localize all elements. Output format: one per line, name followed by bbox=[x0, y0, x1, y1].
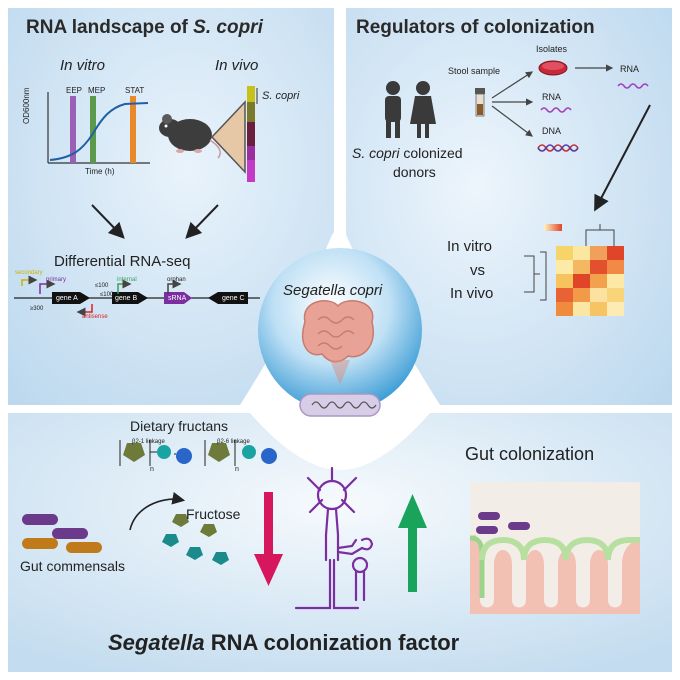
figure-footer-title: Segatella RNA colonization factor bbox=[108, 630, 460, 655]
tss-antisense-label: antisense bbox=[82, 314, 108, 320]
polymer-n-1: n bbox=[150, 466, 154, 473]
gene-a-label: gene A bbox=[56, 295, 78, 302]
in-vivo-sample-wedge bbox=[210, 100, 246, 174]
gut-commensals-label: Gut commensals bbox=[20, 558, 126, 574]
srna-structure bbox=[294, 466, 374, 610]
distance-300-label: ≥300 bbox=[30, 306, 44, 312]
fructose-downregulation-arrow bbox=[254, 492, 283, 586]
x-axis-label: Time (h) bbox=[85, 167, 115, 176]
fructose-monomers bbox=[162, 514, 229, 565]
compare-in-vivo: In vivo bbox=[450, 285, 494, 302]
donors-illustration bbox=[385, 81, 436, 138]
gene-b-label: gene B bbox=[115, 295, 138, 302]
intestinal-villi bbox=[469, 482, 640, 614]
intestine-illustration bbox=[301, 300, 375, 385]
eep-bar bbox=[70, 96, 76, 163]
rna-wave-stool bbox=[540, 107, 572, 113]
colonization-upregulation-arrow bbox=[398, 494, 427, 592]
isolates-label: Isolates bbox=[536, 44, 568, 54]
stool-sample-label: Stool sample bbox=[448, 66, 501, 76]
rna-label-isolates: RNA bbox=[620, 64, 640, 74]
polymer-n-2: n bbox=[235, 466, 239, 473]
arrow-in-vitro-to-drnaseq bbox=[91, 204, 125, 239]
mouse-illustration bbox=[159, 114, 221, 159]
heatmap-dendrogram bbox=[524, 224, 615, 301]
arrow-to-isolates bbox=[491, 71, 534, 99]
compare-in-vitro: In vitro bbox=[447, 238, 493, 255]
arrow-in-vivo-to-drnaseq bbox=[185, 204, 219, 239]
heatmap-legend bbox=[544, 224, 562, 231]
gut-colonization-label: Gut colonization bbox=[465, 444, 595, 464]
linkage-label-1: β2-1 linkage bbox=[132, 439, 165, 445]
fructan-chain-2 bbox=[204, 440, 277, 466]
mep-bar bbox=[90, 96, 96, 163]
distance-100b-label: ≤100 bbox=[100, 292, 114, 298]
stat-label: STAT bbox=[125, 86, 145, 95]
in-vivo-label: In vivo bbox=[215, 57, 259, 74]
dna-label: DNA bbox=[542, 126, 562, 136]
arrow-to-dna bbox=[491, 105, 533, 137]
stat-bar bbox=[130, 96, 136, 163]
heatmap bbox=[524, 224, 624, 316]
heatmap-cells bbox=[556, 246, 624, 316]
tss-primary-label: primary bbox=[46, 277, 67, 283]
srna-label: sRNA bbox=[168, 295, 187, 302]
compare-vs: vs bbox=[470, 262, 485, 279]
rnaseq-reads-bar bbox=[247, 86, 258, 182]
rna-label-stool: RNA bbox=[542, 92, 562, 102]
srna-arrow bbox=[164, 292, 192, 304]
in-vitro-label: In vitro bbox=[60, 57, 106, 74]
gut-commensals bbox=[22, 514, 102, 553]
gene-c-label: gene C bbox=[222, 295, 245, 302]
tss-orphan-label: orphan bbox=[167, 277, 186, 283]
petri-dish-icon bbox=[538, 60, 568, 76]
mep-label: MEP bbox=[88, 86, 106, 95]
gene-b-arrow bbox=[112, 292, 148, 304]
panel-title-rna-landscape: RNA landscape of S. copri bbox=[26, 17, 263, 38]
growth-curve-plot bbox=[47, 92, 150, 164]
panel-title-regulators: Regulators of colonization bbox=[356, 17, 595, 38]
y-axis-label: OD600nm bbox=[22, 87, 31, 124]
organism-name: Segatella copri bbox=[283, 282, 383, 299]
donors-label-line1: S. copri colonized bbox=[352, 145, 463, 161]
gene-track-diagram bbox=[14, 275, 260, 317]
gene-c-arrow bbox=[208, 292, 248, 304]
stool-sample-tube bbox=[475, 88, 485, 117]
eep-label: EEP bbox=[66, 86, 83, 95]
differential-rnaseq-label: Differential RNA-seq bbox=[54, 253, 191, 270]
fructose-label: Fructose bbox=[186, 506, 241, 522]
rna-wave-isolates bbox=[617, 83, 649, 89]
donors-label-line2: donors bbox=[393, 164, 436, 180]
dna-helix-icon bbox=[537, 144, 579, 152]
s-copri-reads-label: S. copri bbox=[262, 90, 300, 102]
tss-internal-label: internal bbox=[117, 277, 137, 283]
arrow-to-heatmap bbox=[594, 104, 651, 212]
bacterium-cell bbox=[299, 393, 381, 417]
dietary-fructans-label: Dietary fructans bbox=[130, 418, 229, 434]
tss-secondary-label: secondary bbox=[15, 270, 43, 276]
fructose-release-arrow bbox=[129, 491, 186, 531]
growth-curve bbox=[49, 102, 149, 161]
fructan-chain-1 bbox=[119, 440, 192, 466]
gene-a-arrow bbox=[52, 292, 90, 304]
linkage-label-2: β2-6 linkage bbox=[217, 439, 250, 445]
distance-100a-label: ≤100 bbox=[95, 283, 109, 289]
